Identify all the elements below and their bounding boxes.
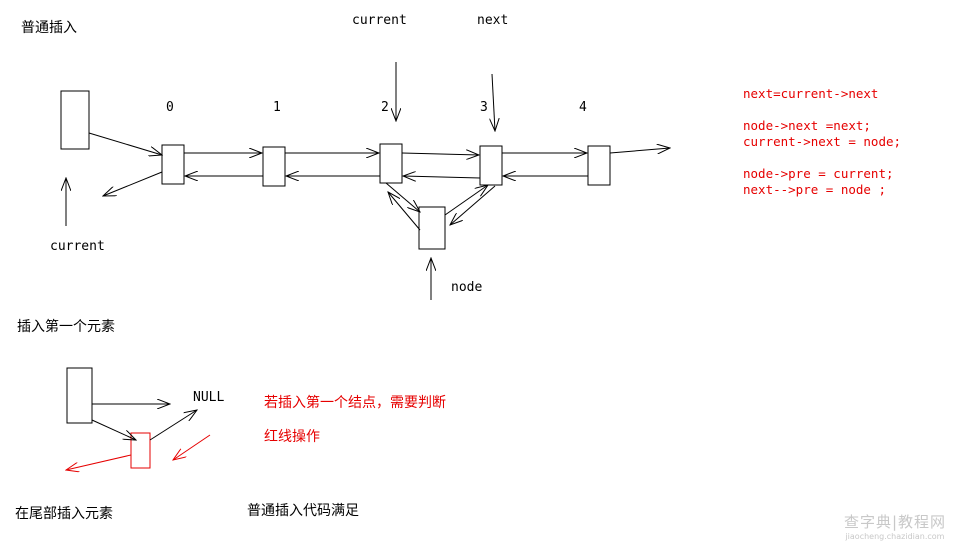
node2-to-node3-arrow xyxy=(401,153,479,155)
first-new-node-box xyxy=(130,432,151,469)
red-next-arrow xyxy=(173,434,211,460)
node2-to-new-arrow xyxy=(385,182,420,212)
current-left-label: current xyxy=(50,239,105,254)
new-to-node3-arrow xyxy=(444,185,488,216)
list-node-2 xyxy=(379,143,403,184)
list-node-4 xyxy=(587,145,611,186)
node4-next-arrow xyxy=(609,148,670,153)
red-prev-arrow xyxy=(66,454,132,470)
code-line-2: node->next =next; xyxy=(743,118,871,133)
insert-tail-title: 在尾部插入元素 xyxy=(15,506,113,522)
list-node-1 xyxy=(262,146,286,187)
head-to-new-arrow xyxy=(91,419,136,440)
first-head-box xyxy=(66,367,93,424)
index-label-3: 3 xyxy=(480,100,488,115)
code-line-4: node->pre = current; xyxy=(743,166,894,181)
node3-to-new-arrow xyxy=(450,185,496,225)
head-pointer-box xyxy=(60,90,90,150)
code-line-5: next-->pre = node ; xyxy=(743,182,886,197)
red-line-op-note: 红线操作 xyxy=(264,429,320,445)
first-node-note: 若插入第一个结点，需要判断 xyxy=(264,395,446,411)
index-label-4: 4 xyxy=(579,100,587,115)
new-to-null-arrow xyxy=(149,410,197,441)
tail-note: 普通插入代码满足 xyxy=(247,503,359,519)
index-label-2: 2 xyxy=(381,100,389,115)
next-pointer-arrow xyxy=(492,73,495,131)
watermark-line2: jiaocheng.chazidian.com xyxy=(845,532,945,541)
new-to-node2-arrow xyxy=(388,192,421,231)
watermark-line1: 查字典|教程网 xyxy=(843,513,946,531)
watermark-logo: 查字典|教程网 jiaocheng.chazidian.com xyxy=(844,511,946,541)
list-node-0 xyxy=(161,144,185,185)
current-top-label: current xyxy=(352,13,407,28)
list-node-3 xyxy=(479,145,503,186)
code-line-1: next=current->next xyxy=(743,86,879,101)
index-label-1: 1 xyxy=(273,100,281,115)
normal-insert-title: 普通插入 xyxy=(21,20,77,36)
head-to-node0-arrow xyxy=(88,132,162,155)
new-node-box xyxy=(418,206,446,250)
node3-to-node2-arrow xyxy=(403,176,481,178)
node0-prev-arrow xyxy=(103,171,163,196)
code-line-3: current->next = node; xyxy=(743,134,902,149)
node-label: node xyxy=(451,280,483,295)
index-label-0: 0 xyxy=(166,100,174,115)
null-label: NULL xyxy=(193,390,225,405)
next-top-label: next xyxy=(477,13,509,28)
insert-first-title: 插入第一个元素 xyxy=(17,319,115,335)
